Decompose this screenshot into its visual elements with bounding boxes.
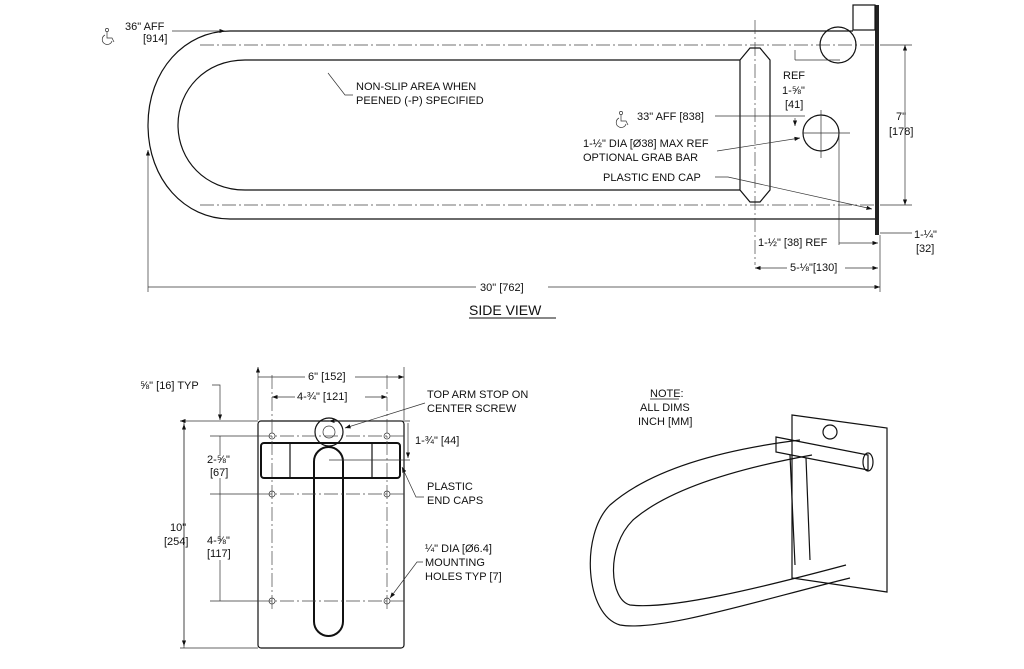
side-view-title: SIDE VIEW — [469, 302, 542, 318]
front-view: 6" [152] 4-¾" [121] ⅝" [16] TYP 10" [254… — [140, 367, 528, 649]
wall-plate — [875, 5, 879, 235]
typ-label: ⅝" [16] TYP — [140, 380, 199, 392]
dim-4-3-4-label: 4-¾" [121] — [297, 391, 347, 403]
isometric-view — [589, 414, 888, 627]
wheelchair-accessibility-icon — [101, 28, 115, 45]
horizontal-bar — [260, 442, 401, 479]
dim-7-mm-label: [178] — [889, 126, 913, 138]
dim-10-label: 10" — [170, 522, 186, 534]
arm-stop-label-2: CENTER SCREW — [427, 403, 517, 415]
holes-label-2: MOUNTING — [425, 557, 485, 569]
arm-stop-label: TOP ARM STOP ON — [427, 389, 528, 401]
end-caps-label: PLASTIC — [427, 481, 473, 493]
end-caps-label-2: END CAPS — [427, 495, 483, 507]
aff-33-label: 33" AFF [838] — [637, 111, 704, 123]
vertical-arm — [313, 446, 344, 637]
dim-10-mm-label: [254] — [164, 536, 188, 548]
dim-6-label: 6" [152] — [308, 371, 346, 383]
bar-inner-outline — [177, 59, 740, 191]
dim-7-label: 7" — [896, 111, 906, 123]
dim-1-1-4-label: 1-¼" — [914, 229, 937, 241]
dim-ref-label: 1-½" [38] REF — [758, 237, 828, 249]
dim-1-3-4-label: 1-¾" [44] — [415, 435, 459, 447]
dim-1-1-4-mm-label: [32] — [916, 243, 934, 255]
bar-outer-outline — [147, 30, 875, 220]
dim-2-5-8-mm-label: [67] — [210, 467, 228, 479]
note: NOTE: ALL DIMS INCH [MM] — [638, 388, 692, 428]
wheelchair-accessibility-icon — [615, 111, 629, 128]
note-title: NOTE: — [650, 388, 684, 400]
holes-label-3: HOLES TYP [7] — [425, 571, 502, 583]
dim-4-5-8-label: 4-⅝" — [207, 535, 230, 547]
ref-label: REF — [783, 70, 805, 82]
dim-30-label: 30" [762] — [480, 282, 524, 294]
iso-bracket-bar — [775, 436, 869, 471]
mounting-plate — [257, 420, 405, 649]
grab-bar-label: 1-½" DIA [Ø38] MAX REF — [583, 138, 709, 150]
dim-1-5-8-label: 1-⅝" — [782, 85, 805, 97]
side-view: 36" AFF [914] NON-SLIP AREA WHEN PEENED … — [101, 4, 937, 319]
dim-2-5-8-label: 2-⅝" — [207, 454, 230, 466]
end-cap-label: PLASTIC END CAP — [603, 172, 701, 184]
iso-wall-plate — [791, 414, 888, 593]
arm-stop-screw — [314, 417, 344, 447]
note-line-1: ALL DIMS — [640, 402, 690, 414]
grab-bar-label-2: OPTIONAL GRAB BAR — [583, 152, 698, 164]
pivot-circle — [819, 26, 857, 64]
non-slip-label: NON-SLIP AREA WHEN — [356, 81, 476, 93]
dim-5-1-8-label: 5-⅛"[130] — [790, 262, 837, 274]
note-line-2: INCH [MM] — [638, 416, 692, 428]
dim-4-5-8-mm-label: [117] — [207, 548, 231, 560]
aff-36-label: 36" AFF — [125, 21, 165, 33]
dim-1-5-8-mm-label: [41] — [785, 99, 803, 111]
holes-label: ¼" DIA [Ø6.4] — [425, 543, 492, 555]
bracket — [852, 4, 876, 31]
aff-36-mm-label: [914] — [143, 33, 167, 45]
non-slip-label-2: PEENED (-P) SPECIFIED — [356, 95, 484, 107]
